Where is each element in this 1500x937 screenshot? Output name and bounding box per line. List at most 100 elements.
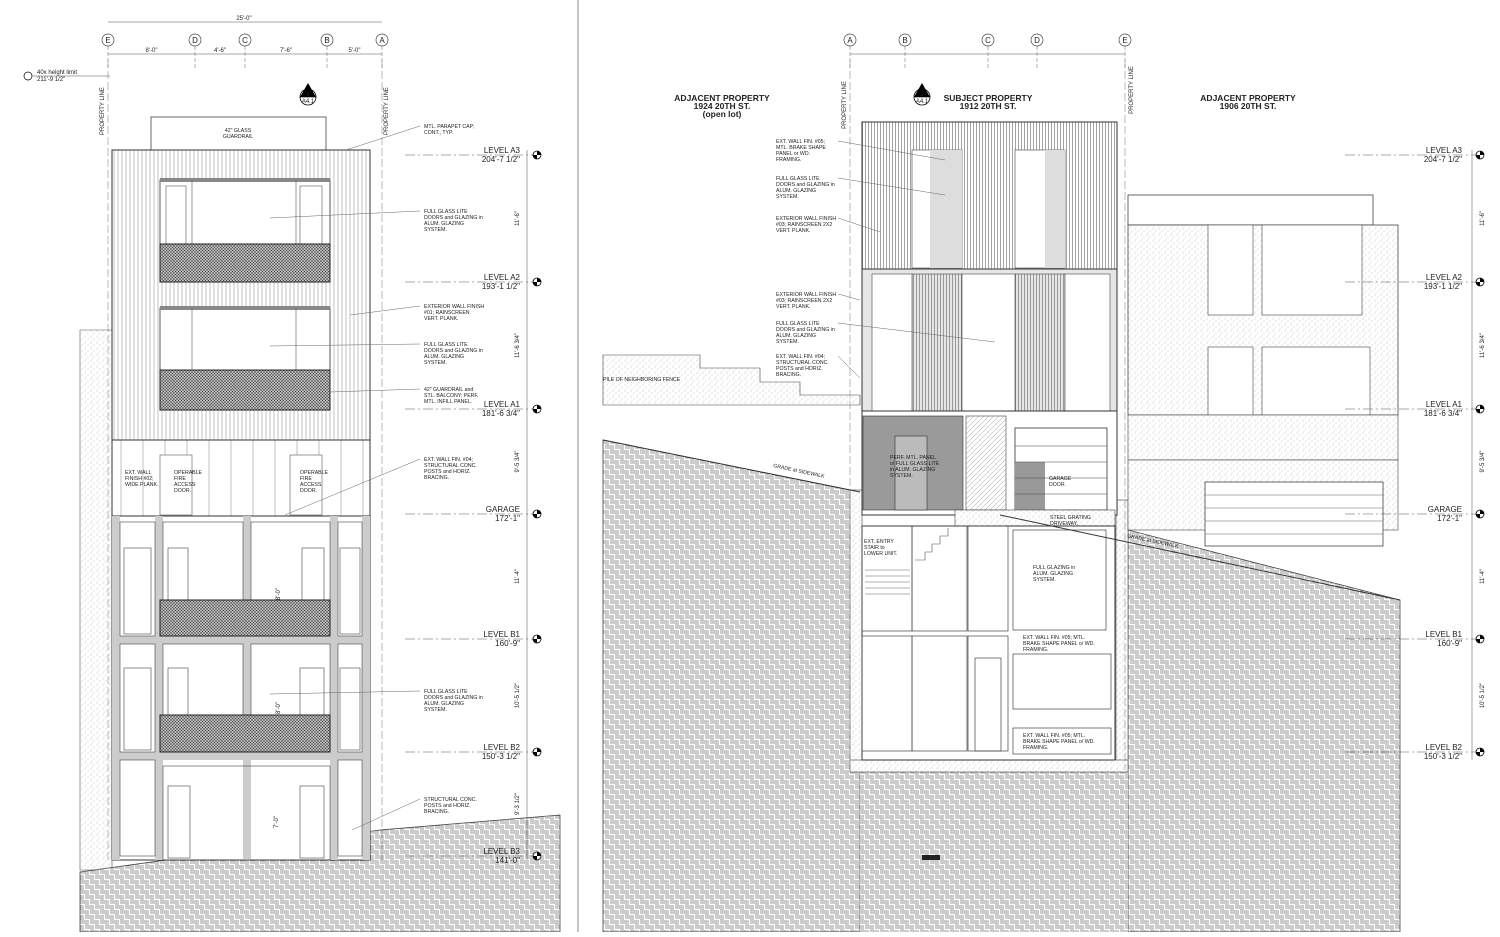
left-note-5: EXT. WALL FIN. #04; xyxy=(424,457,473,463)
right-grid-A: A xyxy=(847,36,853,45)
balcony-a3 xyxy=(159,243,331,283)
left-inner-note-wall: EXT. WALL xyxy=(125,470,151,476)
adjacent-right-parapet xyxy=(1127,194,1374,226)
left-height-limit-elev: 211'-9 1/2" xyxy=(37,77,65,83)
left-level-5-marker-fill2 xyxy=(533,752,537,756)
right-note-4: ALUM. GLAZING xyxy=(776,333,816,339)
adjacent-right-property: 1906 20TH ST. xyxy=(1220,101,1277,111)
right-level-4-name: LEVEL B1 xyxy=(1425,630,1462,639)
left-level-6-name: LEVEL B3 xyxy=(483,847,520,856)
left-inner-note-door1: OPERABLE xyxy=(174,470,203,476)
right-note-0: EXT. WALL FIN. #05; xyxy=(776,139,825,145)
entry-stair-note: EXT. ENTRY xyxy=(864,539,894,545)
left-grid-dim: 5'-0" xyxy=(349,48,361,54)
left-level-3-elev: 172'-1" xyxy=(495,514,520,523)
left-property-line-label: PROPERTY LINE xyxy=(100,87,106,135)
left-level-2-marker-fill xyxy=(537,405,541,409)
subject-lower xyxy=(861,525,1116,761)
left-note-0: CONT., TYP. xyxy=(424,130,453,136)
right-level-4-marker-fill2 xyxy=(1476,639,1480,643)
right-vdim: 10'-5 1/2" xyxy=(1480,683,1486,708)
left-inner-dim: 8'-0" xyxy=(276,588,282,600)
perf-panel-note: in ALUM. GLAZING xyxy=(890,467,935,473)
right-level-4-elev: 160'-9" xyxy=(1437,639,1462,648)
left-vdim: 9'-5 3/4" xyxy=(515,451,521,473)
left-note-leader-0 xyxy=(345,125,421,151)
left-note-3: DOORS and GLAZING in xyxy=(424,348,483,354)
right-elevation xyxy=(602,121,1401,933)
left-vdim: 10'-5 1/2" xyxy=(515,683,521,708)
right-note-3: VERT. PLANK. xyxy=(776,304,811,310)
left-neighbor-wall xyxy=(79,329,113,871)
left-note-7: BRACING. xyxy=(424,809,449,815)
left-property-line-label-right: PROPERTY LINE xyxy=(384,87,390,135)
right-level-1-marker-fill xyxy=(1480,278,1484,282)
right-level-1-name: LEVEL A2 xyxy=(1426,273,1463,282)
glass-guardrail xyxy=(150,116,327,151)
right-note-4: SYSTEM. xyxy=(776,339,799,345)
right-level-2-marker-fill2 xyxy=(1476,409,1480,413)
right-level-5-marker-fill xyxy=(1480,748,1484,752)
steel-grating-note: DRIVEWAY. xyxy=(1050,521,1078,527)
right-level-3-name: GARAGE xyxy=(1428,505,1462,514)
ext-wall-note-2: FRAMING. xyxy=(1023,745,1048,751)
right-note-5: STRUCTURAL CONC. xyxy=(776,360,829,366)
right-note-2: EXTERIOR WALL FINISH xyxy=(776,216,836,222)
left-note-leader-2 xyxy=(349,305,421,316)
left-level-2-elev: 181'-6 3/4" xyxy=(482,409,520,418)
left-level-0-marker-fill2 xyxy=(533,155,537,159)
ground-volume xyxy=(111,439,371,517)
left-note-6: SYSTEM. xyxy=(424,707,447,713)
right-level-0-marker-fill xyxy=(1480,151,1484,155)
left-level-4-marker-fill2 xyxy=(533,639,537,643)
right-level-5-name: LEVEL B2 xyxy=(1425,743,1462,752)
garage-door-note: GARAGE xyxy=(1049,476,1072,482)
left-note-2: EXTERIOR WALL FINISH xyxy=(424,304,484,310)
right-ground-right xyxy=(1127,529,1401,933)
right-note-leader-1 xyxy=(837,177,946,196)
left-level-6-marker-fill2 xyxy=(533,856,537,860)
right-grid-D: D xyxy=(1034,36,1040,45)
left-grid-E: E xyxy=(105,36,110,45)
left-note-4: 42" GUARDRAIL and xyxy=(424,387,473,393)
left-note-2: VERT. PLANK. xyxy=(424,316,459,322)
right-level-2-name: LEVEL A1 xyxy=(1426,400,1463,409)
left-level-3-name: GARAGE xyxy=(486,505,520,514)
left-note-1: FULL GLASS LITE xyxy=(424,209,468,215)
right-note-5: EXT. WALL FIN. #04; xyxy=(776,354,825,360)
right-level-3-elev: 172'-1" xyxy=(1437,514,1462,523)
left-note-leader-7 xyxy=(351,798,421,831)
left-inner-note-door1: ACCESS xyxy=(174,482,196,488)
left-level-5-name: LEVEL B2 xyxy=(483,743,520,752)
right-vdim: 11'-6" xyxy=(1480,211,1486,226)
left-vdim: 11'-6" xyxy=(515,211,521,226)
full-glazing-note: ALUM. GLAZING xyxy=(1033,571,1073,577)
right-level-4-marker-fill xyxy=(1480,635,1484,639)
ext-wall-note-2: BRAKE SHAPE PANEL o/ WD. xyxy=(1023,739,1095,745)
left-level-1-marker-fill xyxy=(537,278,541,282)
adjacent-left-property: (open lot) xyxy=(703,109,742,119)
left-note-leader-3 xyxy=(269,343,421,347)
right-level-1-elev: 193'-1 1/2" xyxy=(1424,282,1462,291)
left-note-leader-4 xyxy=(329,388,421,393)
left-note-3: ALUM. GLAZING xyxy=(424,354,464,360)
left-level-4-marker-fill xyxy=(537,635,541,639)
adjacent-right-garage xyxy=(1204,481,1384,547)
right-note-4: DOORS and GLAZING in xyxy=(776,327,835,333)
right-level-5-elev: 150'-3 1/2" xyxy=(1424,752,1462,761)
right-note-0: PANEL or WD. xyxy=(776,151,810,157)
full-glazing-note: SYSTEM. xyxy=(1033,577,1056,583)
left-level-3-marker-fill2 xyxy=(533,514,537,518)
left-note-6: FULL GLASS LITE xyxy=(424,689,468,695)
left-level-2-name: LEVEL A1 xyxy=(484,400,521,409)
right-grid-C: C xyxy=(985,36,991,45)
right-property-line-label-right: PROPERTY LINE xyxy=(1129,66,1135,114)
left-section-marker-arrow xyxy=(300,83,316,97)
left-note-1: ALUM. GLAZING xyxy=(424,221,464,227)
left-level-1-marker-fill2 xyxy=(533,282,537,286)
left-section-marker-num: 1 xyxy=(306,92,310,98)
right-note-0: MTL. BRAKE SHAPE xyxy=(776,145,826,151)
left-level-4-elev: 160'-9" xyxy=(495,639,520,648)
